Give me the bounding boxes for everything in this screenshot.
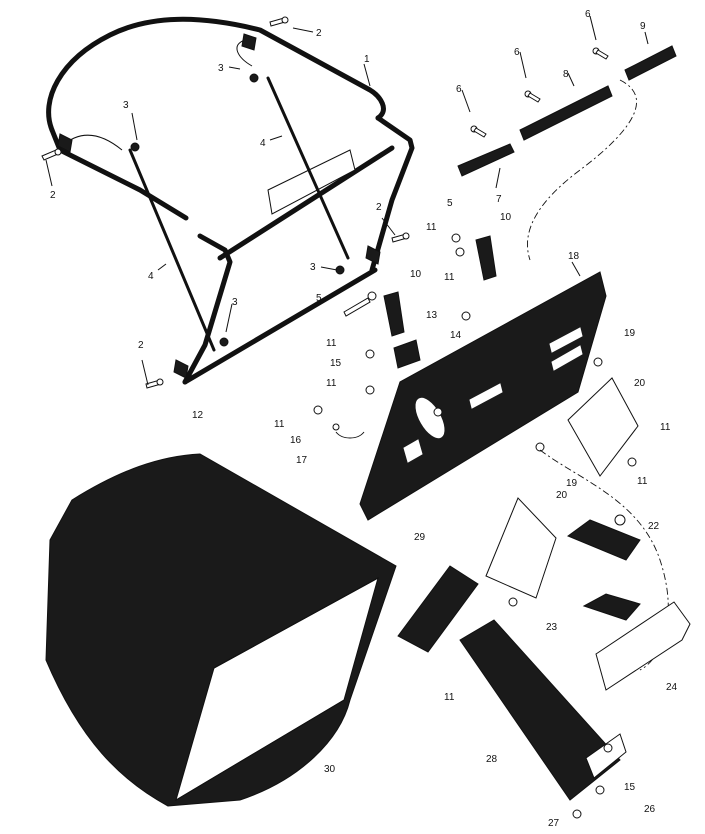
leader-lines [45, 15, 649, 386]
callout-12: 12 [192, 410, 204, 421]
callout-11: 11 [326, 378, 337, 389]
callout-8: 8 [563, 69, 569, 80]
callout-3: 3 [310, 262, 316, 273]
callout-19: 19 [566, 478, 578, 489]
callout-11: 11 [326, 338, 337, 349]
callout-2: 2 [376, 202, 382, 213]
callout-28: 28 [486, 754, 498, 765]
callout-24: 24 [666, 682, 678, 693]
callout-11: 11 [426, 222, 437, 233]
callout-16: 16 [290, 435, 302, 446]
callout-4: 4 [260, 138, 266, 149]
callout-6: 6 [585, 9, 591, 20]
callout-3: 3 [232, 297, 238, 308]
chute-part-28 [459, 597, 627, 819]
callout-26: 26 [644, 804, 656, 815]
callout-2: 2 [50, 190, 56, 201]
latch-parts [566, 514, 691, 691]
callout-3: 3 [218, 63, 224, 74]
frame-fasteners [41, 16, 410, 389]
callout-11: 11 [637, 476, 648, 487]
callout-23: 23 [546, 622, 558, 633]
callout-20: 20 [634, 378, 646, 389]
callout-9: 9 [640, 21, 646, 32]
spring-part-17 [335, 431, 365, 439]
grass-bag-part-30 [45, 453, 397, 807]
callout-11: 11 [444, 272, 455, 283]
bag-frame-part-1 [46, 16, 415, 385]
callout-3: 3 [123, 100, 129, 111]
callout-20: 20 [556, 490, 568, 501]
callout-22: 22 [648, 521, 660, 532]
callout-11: 11 [444, 692, 455, 703]
callout-17: 17 [296, 455, 308, 466]
cable-path [527, 79, 637, 261]
callout-15: 15 [330, 358, 342, 369]
deflector-strips [457, 45, 677, 177]
callout-1: 1 [364, 54, 370, 65]
support-rod-part-4 [128, 76, 350, 352]
callout-11: 11 [274, 419, 285, 430]
plate-fasteners [313, 233, 637, 467]
callout-30: 30 [324, 764, 336, 775]
callout-11: 11 [660, 422, 671, 433]
callout-19: 19 [624, 328, 636, 339]
callout-6: 6 [456, 84, 462, 95]
callout-13: 13 [426, 310, 438, 321]
callout-10: 10 [410, 269, 422, 280]
side-plate-part-20 [485, 377, 669, 671]
callout-14: 14 [450, 330, 462, 341]
brackets-part-10-13 [383, 235, 497, 369]
handle-cable [61, 39, 253, 151]
frame-brackets [57, 33, 381, 379]
callout-4: 4 [148, 271, 154, 282]
callout-29: 29 [414, 532, 426, 543]
callout-2: 2 [138, 340, 144, 351]
callout-labels: 1 2 2 2 2 3 3 3 3 4 4 5 5 6 6 6 7 8 9 10… [50, 9, 678, 829]
callout-27: 27 [548, 818, 560, 829]
gasket-part-29 [397, 565, 479, 653]
callout-5: 5 [316, 293, 322, 304]
callout-10: 10 [500, 212, 512, 223]
callout-6: 6 [514, 47, 520, 58]
callout-18: 18 [568, 251, 580, 262]
callout-7: 7 [496, 194, 502, 205]
callout-15: 15 [624, 782, 636, 793]
mounting-plate-part-18 [359, 271, 607, 521]
callout-2: 2 [316, 28, 322, 39]
callout-5: 5 [447, 198, 453, 209]
